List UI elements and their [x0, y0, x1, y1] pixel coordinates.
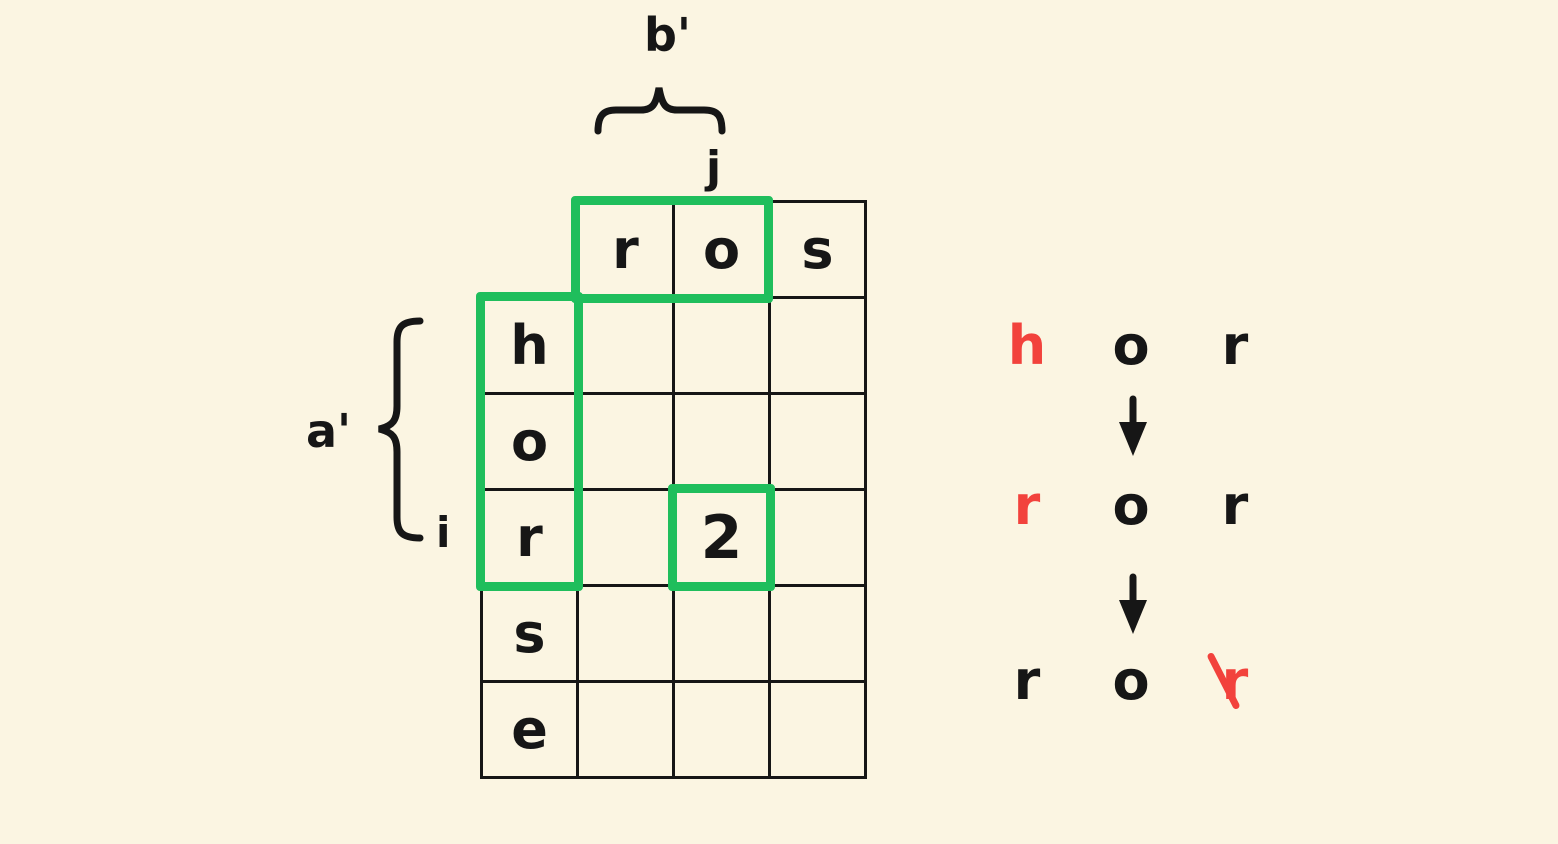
- word-step-1: h o r: [995, 312, 1267, 380]
- grid-cell: [768, 584, 867, 683]
- left-brace: [378, 317, 424, 542]
- grid-cell: [576, 680, 675, 779]
- grid-cell: [576, 488, 675, 587]
- grid-cell: [672, 584, 771, 683]
- arrow-down-icon: [1119, 395, 1147, 456]
- top-brace-label: b': [644, 8, 692, 62]
- grid-cell: [768, 392, 867, 491]
- grid-cell: [672, 392, 771, 491]
- row-header-cell: s: [480, 584, 579, 683]
- letter: r: [1221, 474, 1249, 537]
- letter: h: [1007, 314, 1047, 377]
- arrow-down-icon: [1119, 573, 1147, 634]
- top-brace: [594, 87, 726, 135]
- grid-cell: [768, 680, 867, 779]
- word-step-2: r o r: [995, 472, 1267, 540]
- grid-cell: [576, 584, 675, 683]
- column-header-cell: s: [768, 200, 867, 299]
- grid-cell: [576, 392, 675, 491]
- grid-row-s: s: [480, 584, 867, 683]
- left-brace-label: a': [306, 404, 352, 458]
- grid-row-e: e: [480, 680, 867, 779]
- highlight-column-headers: [571, 196, 773, 303]
- row-header-cell: e: [480, 680, 579, 779]
- letter: o: [1112, 474, 1150, 537]
- grid-cell: [576, 296, 675, 395]
- left-index-label: i: [436, 508, 451, 557]
- grid-cell: [672, 296, 771, 395]
- letter: r: [1013, 474, 1041, 537]
- top-index-label: j: [706, 142, 722, 193]
- grid-cell: [672, 680, 771, 779]
- highlight-row-headers: [476, 292, 583, 591]
- grid-cell: [768, 296, 867, 395]
- letter: o: [1112, 314, 1150, 377]
- letter: r: [1221, 314, 1249, 377]
- letter: r: [1013, 649, 1041, 712]
- grid-cell: [768, 488, 867, 587]
- letter: o: [1112, 649, 1150, 712]
- highlight-value-cell: [668, 484, 775, 591]
